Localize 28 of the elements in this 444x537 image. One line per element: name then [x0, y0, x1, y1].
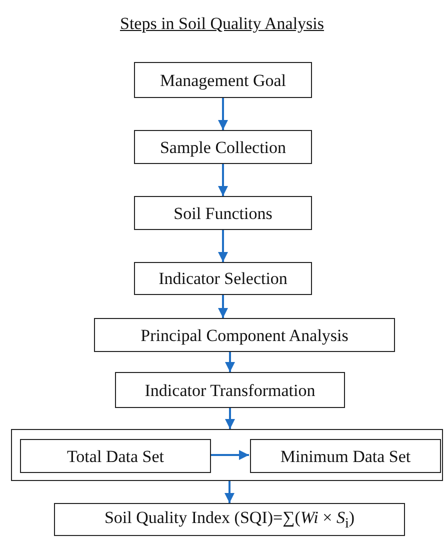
step-label: Indicator Transformation: [144, 382, 316, 398]
step-label: Management Goal: [160, 72, 286, 88]
group-box: [11, 429, 443, 481]
arrow: [210, 450, 249, 460]
process-box: [115, 372, 345, 408]
process-box: [134, 196, 312, 230]
arrow: [218, 98, 228, 130]
arrow: [225, 352, 235, 372]
process-box: [250, 439, 441, 473]
process-box: [134, 62, 312, 98]
process-box: [54, 503, 405, 536]
arrow: [218, 230, 228, 262]
step-label: Soil Quality Index (SQI)=∑(Wi × S$_{i}$): [104, 508, 355, 530]
arrow: [218, 295, 228, 318]
diagram-title: Steps in Soil Quality Analysis: [120, 14, 324, 33]
step-label: Minimum Data Set: [280, 448, 411, 464]
step-label: Total Data Set: [66, 448, 164, 464]
process-box: [134, 262, 312, 295]
process-box: [20, 439, 211, 473]
step-label: Sample Collection: [160, 138, 286, 156]
step-label: Indicator Selection: [158, 270, 288, 287]
process-box: [134, 130, 312, 164]
step-label: Principal Component Analysis: [140, 326, 348, 344]
arrow: [218, 164, 228, 196]
process-box: [94, 318, 395, 352]
step-label: Soil Functions: [174, 204, 272, 222]
arrow: [225, 408, 235, 429]
arrow: [224, 481, 234, 503]
